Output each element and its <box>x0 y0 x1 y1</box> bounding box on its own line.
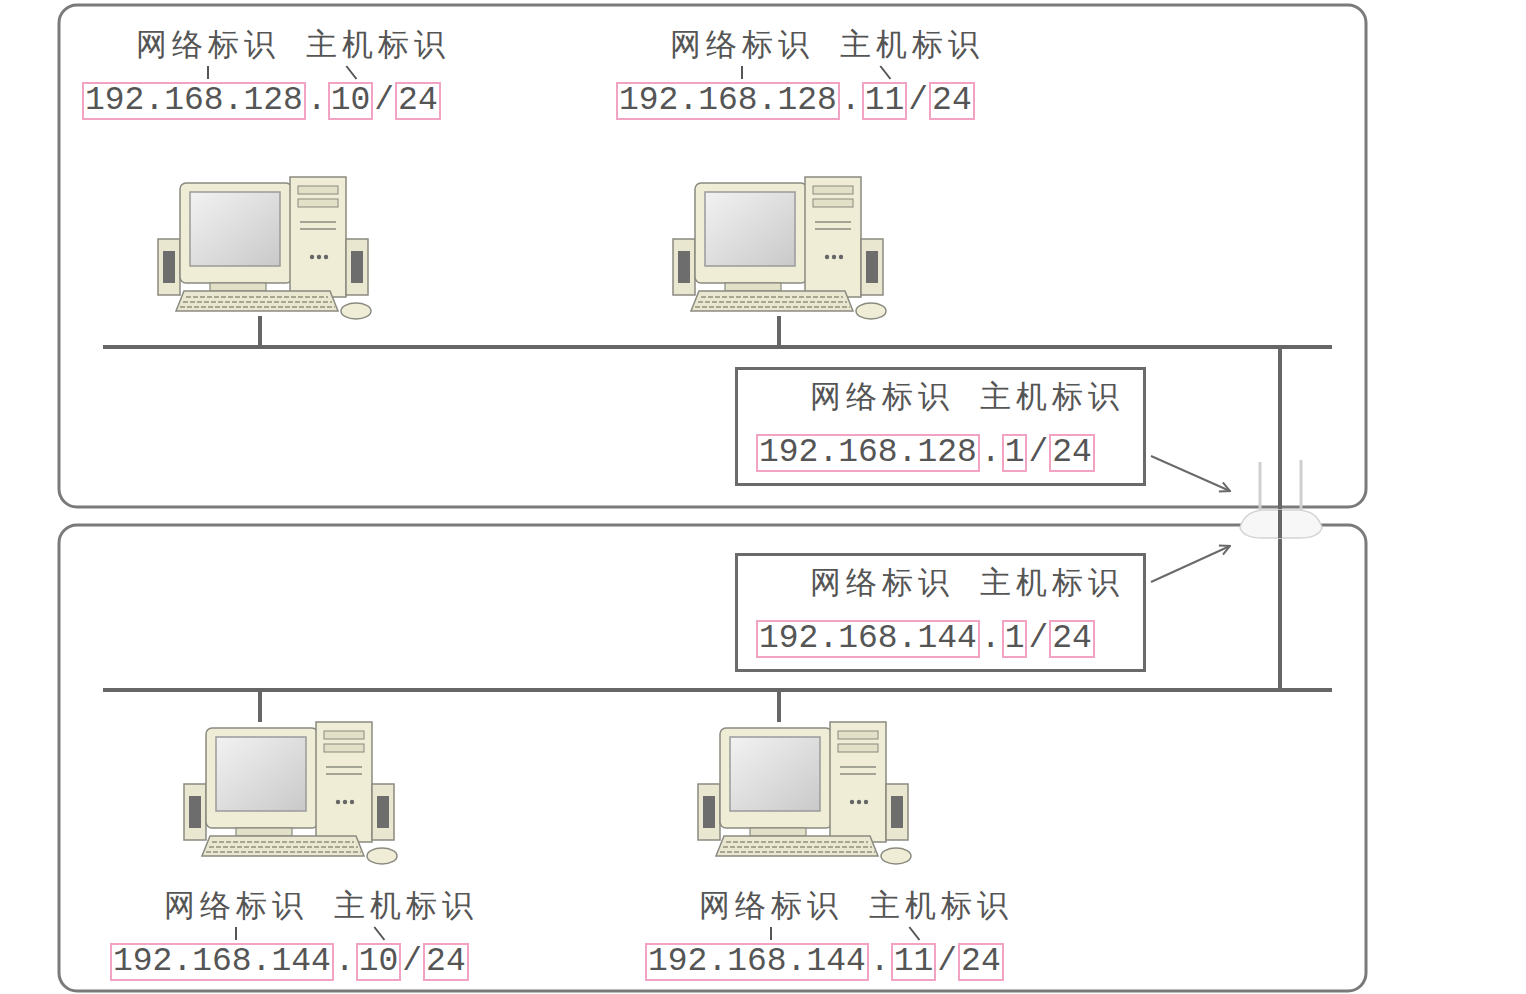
address-group: 网络标识主机标识 192.168.128.10/24 <box>82 24 441 120</box>
network-id-caption: 网络标识 <box>164 885 308 925</box>
host-id-caption: 主机标识 <box>334 885 478 925</box>
network-part: 192.168.144 <box>645 943 869 981</box>
separator: / <box>1027 436 1049 470</box>
ip-address: 192.168.144.10/24 <box>110 943 469 981</box>
host-part: 11 <box>891 943 937 981</box>
host-id-caption: 主机标识 <box>840 24 984 64</box>
network-part: 192.168.144 <box>756 620 980 658</box>
address-group: 网络标识主机标识 192.168.144.10/24 <box>110 885 469 981</box>
host-id-caption: 主机标识 <box>306 24 450 64</box>
prefix-length: 24 <box>423 943 469 981</box>
separator: / <box>401 945 423 979</box>
host-part: 11 <box>862 82 908 120</box>
network-part: 192.168.128 <box>756 434 980 472</box>
address-group: 网络标识主机标识192.168.128.1/24 <box>756 376 1123 472</box>
network-id-caption: 网络标识 <box>670 24 814 64</box>
separator: . <box>840 84 862 118</box>
separator: . <box>869 945 891 979</box>
network-region <box>59 5 1366 507</box>
network-region <box>59 525 1366 991</box>
address-group: 网络标识主机标识 192.168.128.11/24 <box>616 24 975 120</box>
leader-line <box>741 66 743 79</box>
network-id-caption: 网络标识 <box>810 376 954 416</box>
network-part: 192.168.144 <box>110 943 334 981</box>
pointer-arrow <box>1151 456 1230 491</box>
host-id-caption: 主机标识 <box>869 885 1013 925</box>
router-interface-box: 网络标识主机标识192.168.128.1/24 <box>735 367 1146 486</box>
identifier-captions: 网络标识主机标识 <box>645 885 1004 929</box>
computer <box>158 177 371 319</box>
host-part: 1 <box>1002 434 1028 472</box>
address-group: 网络标识主机标识 192.168.144.11/24 <box>645 885 1004 981</box>
host-id-caption: 主机标识 <box>980 376 1124 416</box>
leader-line <box>235 927 237 940</box>
leader-line <box>909 927 919 940</box>
leader-line <box>770 927 772 940</box>
prefix-length: 24 <box>1049 620 1095 658</box>
ip-address: 192.168.128.11/24 <box>616 82 975 120</box>
prefix-length: 24 <box>395 82 441 120</box>
router-interface-box: 网络标识主机标识192.168.144.1/24 <box>735 553 1146 672</box>
separator: . <box>980 622 1002 656</box>
separator: . <box>980 436 1002 470</box>
leader-line <box>880 66 890 79</box>
host-part: 1 <box>1002 620 1028 658</box>
ip-address: 192.168.128.10/24 <box>82 82 441 120</box>
network-part: 192.168.128 <box>616 82 840 120</box>
network-id-caption: 网络标识 <box>136 24 280 64</box>
identifier-captions: 网络标识主机标识 <box>756 376 1123 420</box>
host-id-caption: 主机标识 <box>980 562 1124 602</box>
computer <box>673 177 886 319</box>
leader-line <box>374 927 384 940</box>
network-part: 192.168.128 <box>82 82 306 120</box>
separator: / <box>907 84 929 118</box>
ip-address: 192.168.144.1/24 <box>756 620 1123 658</box>
separator: / <box>1027 622 1049 656</box>
network-cable <box>103 316 1332 722</box>
computer <box>184 722 397 864</box>
address-group: 网络标识主机标识192.168.144.1/24 <box>756 562 1123 658</box>
separator: . <box>334 945 356 979</box>
prefix-length: 24 <box>958 943 1004 981</box>
separator: . <box>306 84 328 118</box>
identifier-captions: 网络标识主机标识 <box>616 24 975 68</box>
network-id-caption: 网络标识 <box>699 885 843 925</box>
host-part: 10 <box>356 943 402 981</box>
identifier-captions: 网络标识主机标识 <box>110 885 469 929</box>
leader-line <box>346 66 356 79</box>
separator: / <box>373 84 395 118</box>
ip-address: 192.168.144.11/24 <box>645 943 1004 981</box>
router <box>1240 460 1322 538</box>
leader-line <box>207 66 209 79</box>
leader-lines <box>208 66 1021 940</box>
identifier-captions: 网络标识主机标识 <box>756 562 1123 606</box>
prefix-length: 24 <box>1049 434 1095 472</box>
pointer-arrow <box>1151 546 1230 582</box>
network-id-caption: 网络标识 <box>810 562 954 602</box>
prefix-length: 24 <box>929 82 975 120</box>
identifier-captions: 网络标识主机标识 <box>82 24 441 68</box>
ip-address: 192.168.128.1/24 <box>756 434 1123 472</box>
computer <box>698 722 911 864</box>
separator: / <box>936 945 958 979</box>
host-part: 10 <box>328 82 374 120</box>
